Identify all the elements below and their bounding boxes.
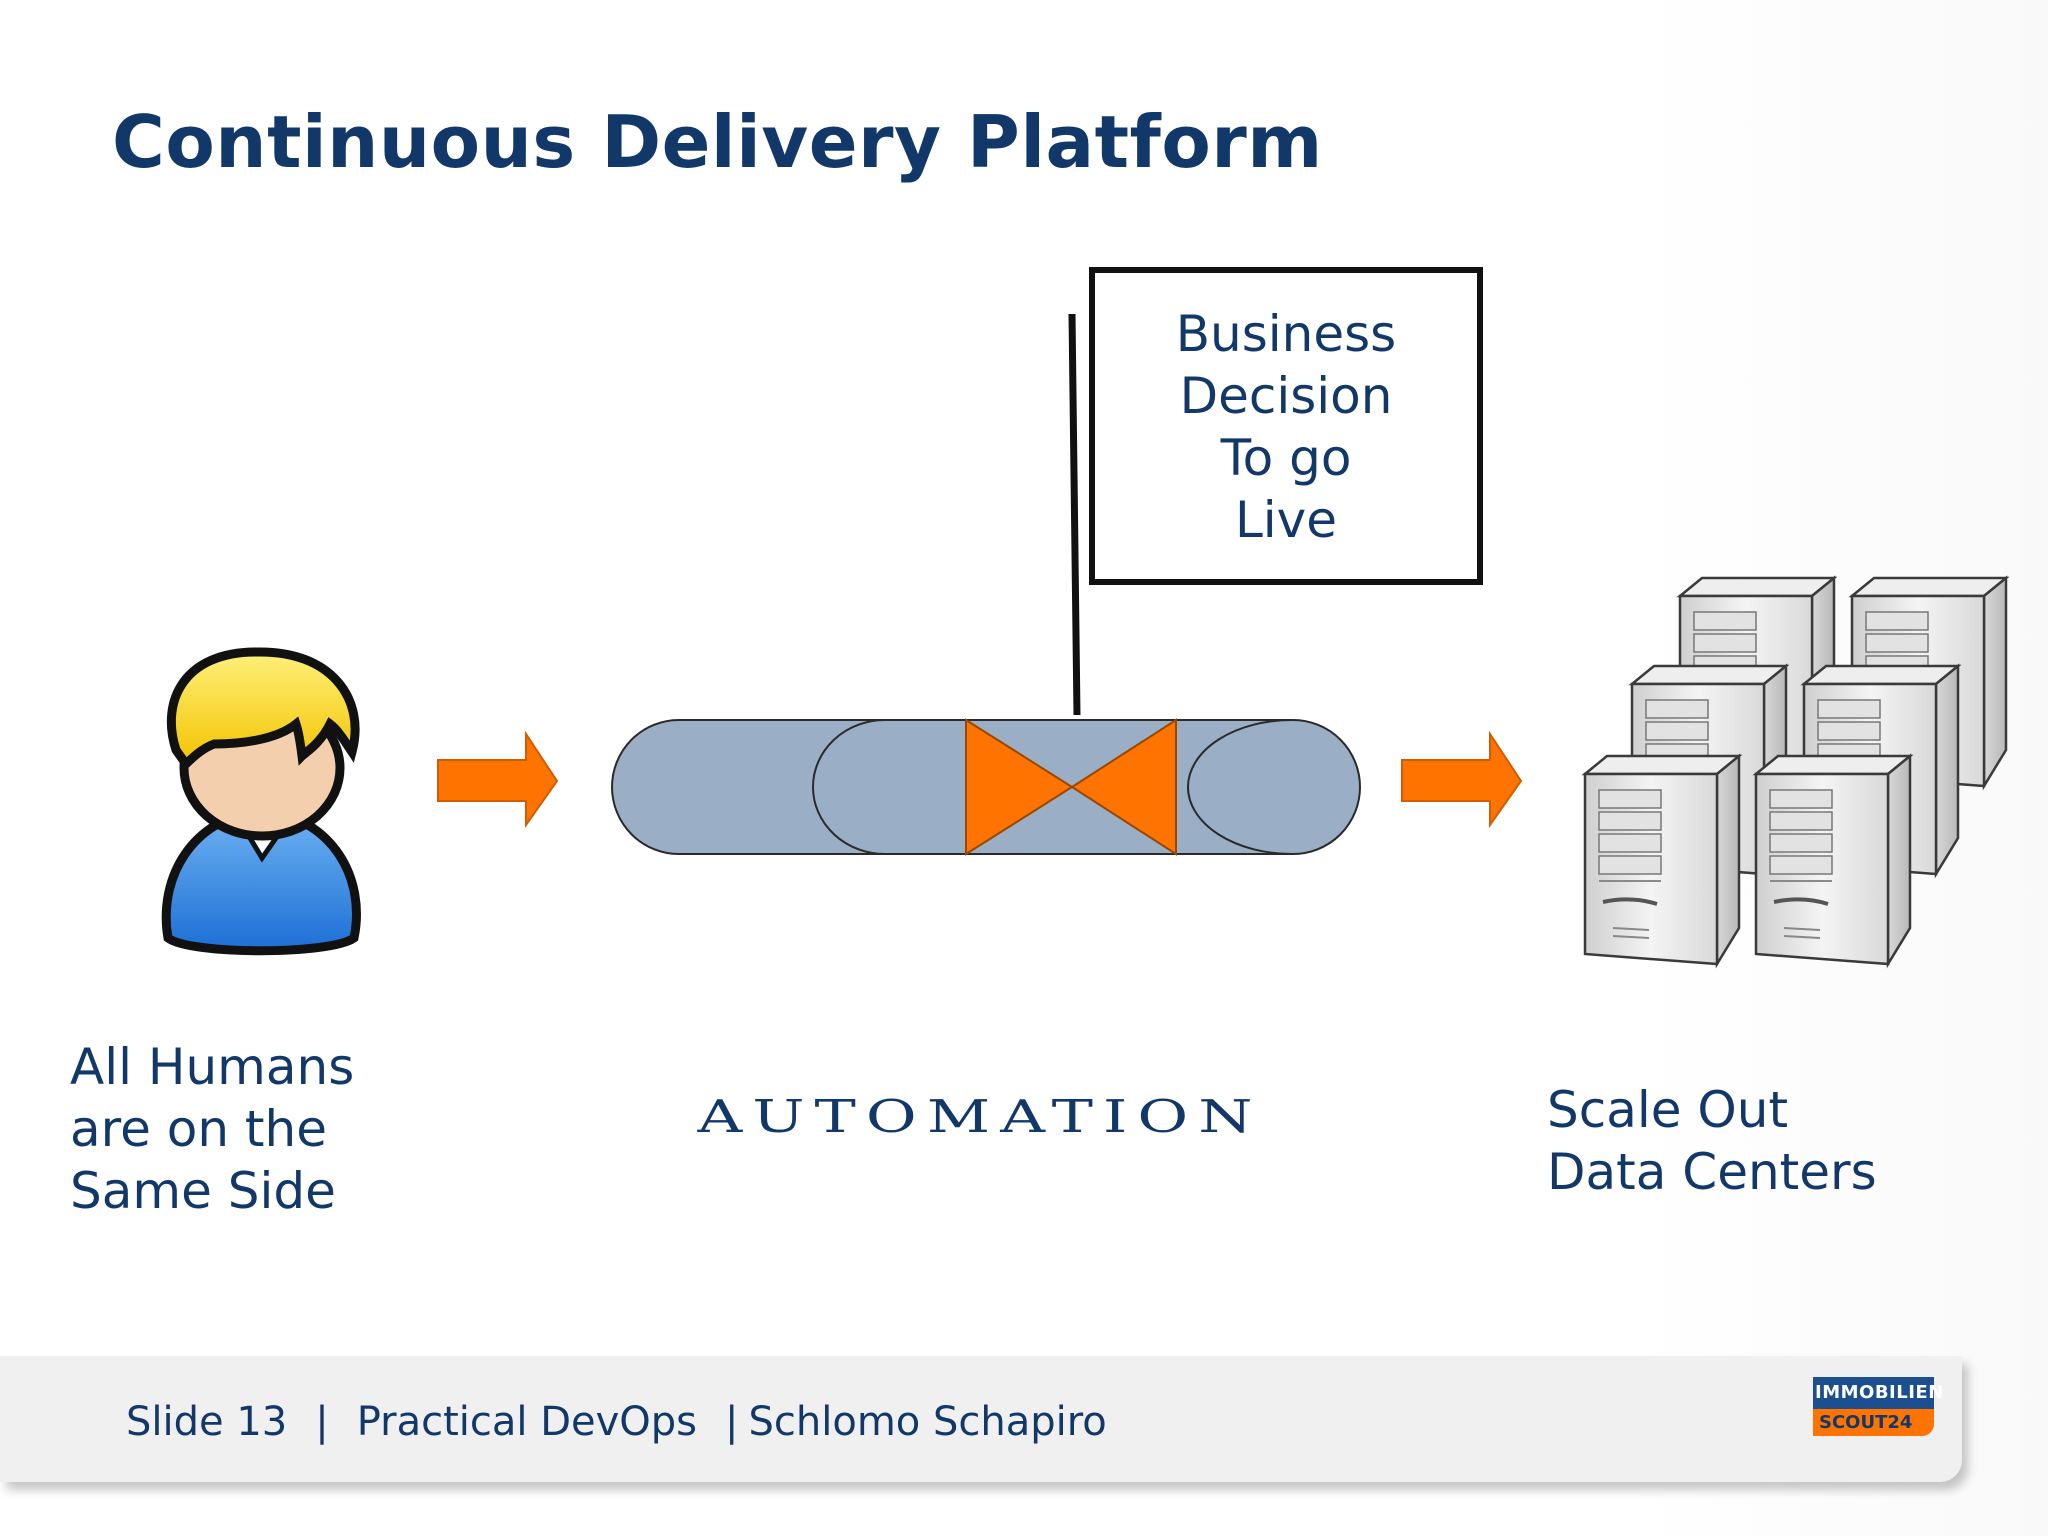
logo-bottom: SCOUT24	[1813, 1409, 1934, 1436]
presentation-title: Practical DevOps	[356, 1399, 698, 1445]
flag-line: Business	[1175, 305, 1397, 363]
logo-top: IMMOBILIEN	[1813, 1377, 1943, 1409]
automation-label: AUTOMATION	[697, 1090, 1263, 1143]
flag-line: Live	[1234, 491, 1338, 549]
right-caption: Scale Out Data Centers	[1547, 1079, 1877, 1203]
footer-separator: |	[315, 1399, 329, 1445]
flag-text: Business Decision To go Live	[1092, 303, 1480, 551]
left-caption: All Humans are on the Same Side	[70, 1036, 354, 1222]
footer-bar	[0, 1356, 1962, 1482]
flag-pole	[1068, 313, 1081, 716]
author-name: Schlomo Schapiro	[748, 1399, 1107, 1445]
footer-text: Slide 13|Practical DevOps|Schlomo Schapi…	[126, 1399, 1107, 1445]
flag-line: To go	[1220, 429, 1352, 487]
company-logo: IMMOBILIEN SCOUT24	[1813, 1377, 1943, 1436]
pipeline-graphic	[611, 718, 1361, 856]
arrow-right-icon	[437, 730, 559, 829]
caption-line: are on the	[70, 1100, 327, 1158]
server-icon	[1583, 576, 2008, 966]
caption-line: Data Centers	[1547, 1143, 1877, 1201]
flag-box	[1089, 267, 1483, 585]
caption-line: Same Side	[70, 1162, 336, 1220]
flag-line: Decision	[1179, 367, 1393, 425]
slide-title: Continuous Delivery Platform	[112, 100, 1323, 184]
footer-separator: |	[725, 1399, 739, 1445]
valve-icon	[965, 718, 1177, 856]
person-icon	[161, 647, 361, 956]
slide-number: Slide 13	[126, 1399, 288, 1445]
caption-line: Scale Out	[1547, 1081, 1789, 1139]
caption-line: All Humans	[70, 1038, 355, 1096]
arrow-right-icon	[1401, 730, 1523, 829]
